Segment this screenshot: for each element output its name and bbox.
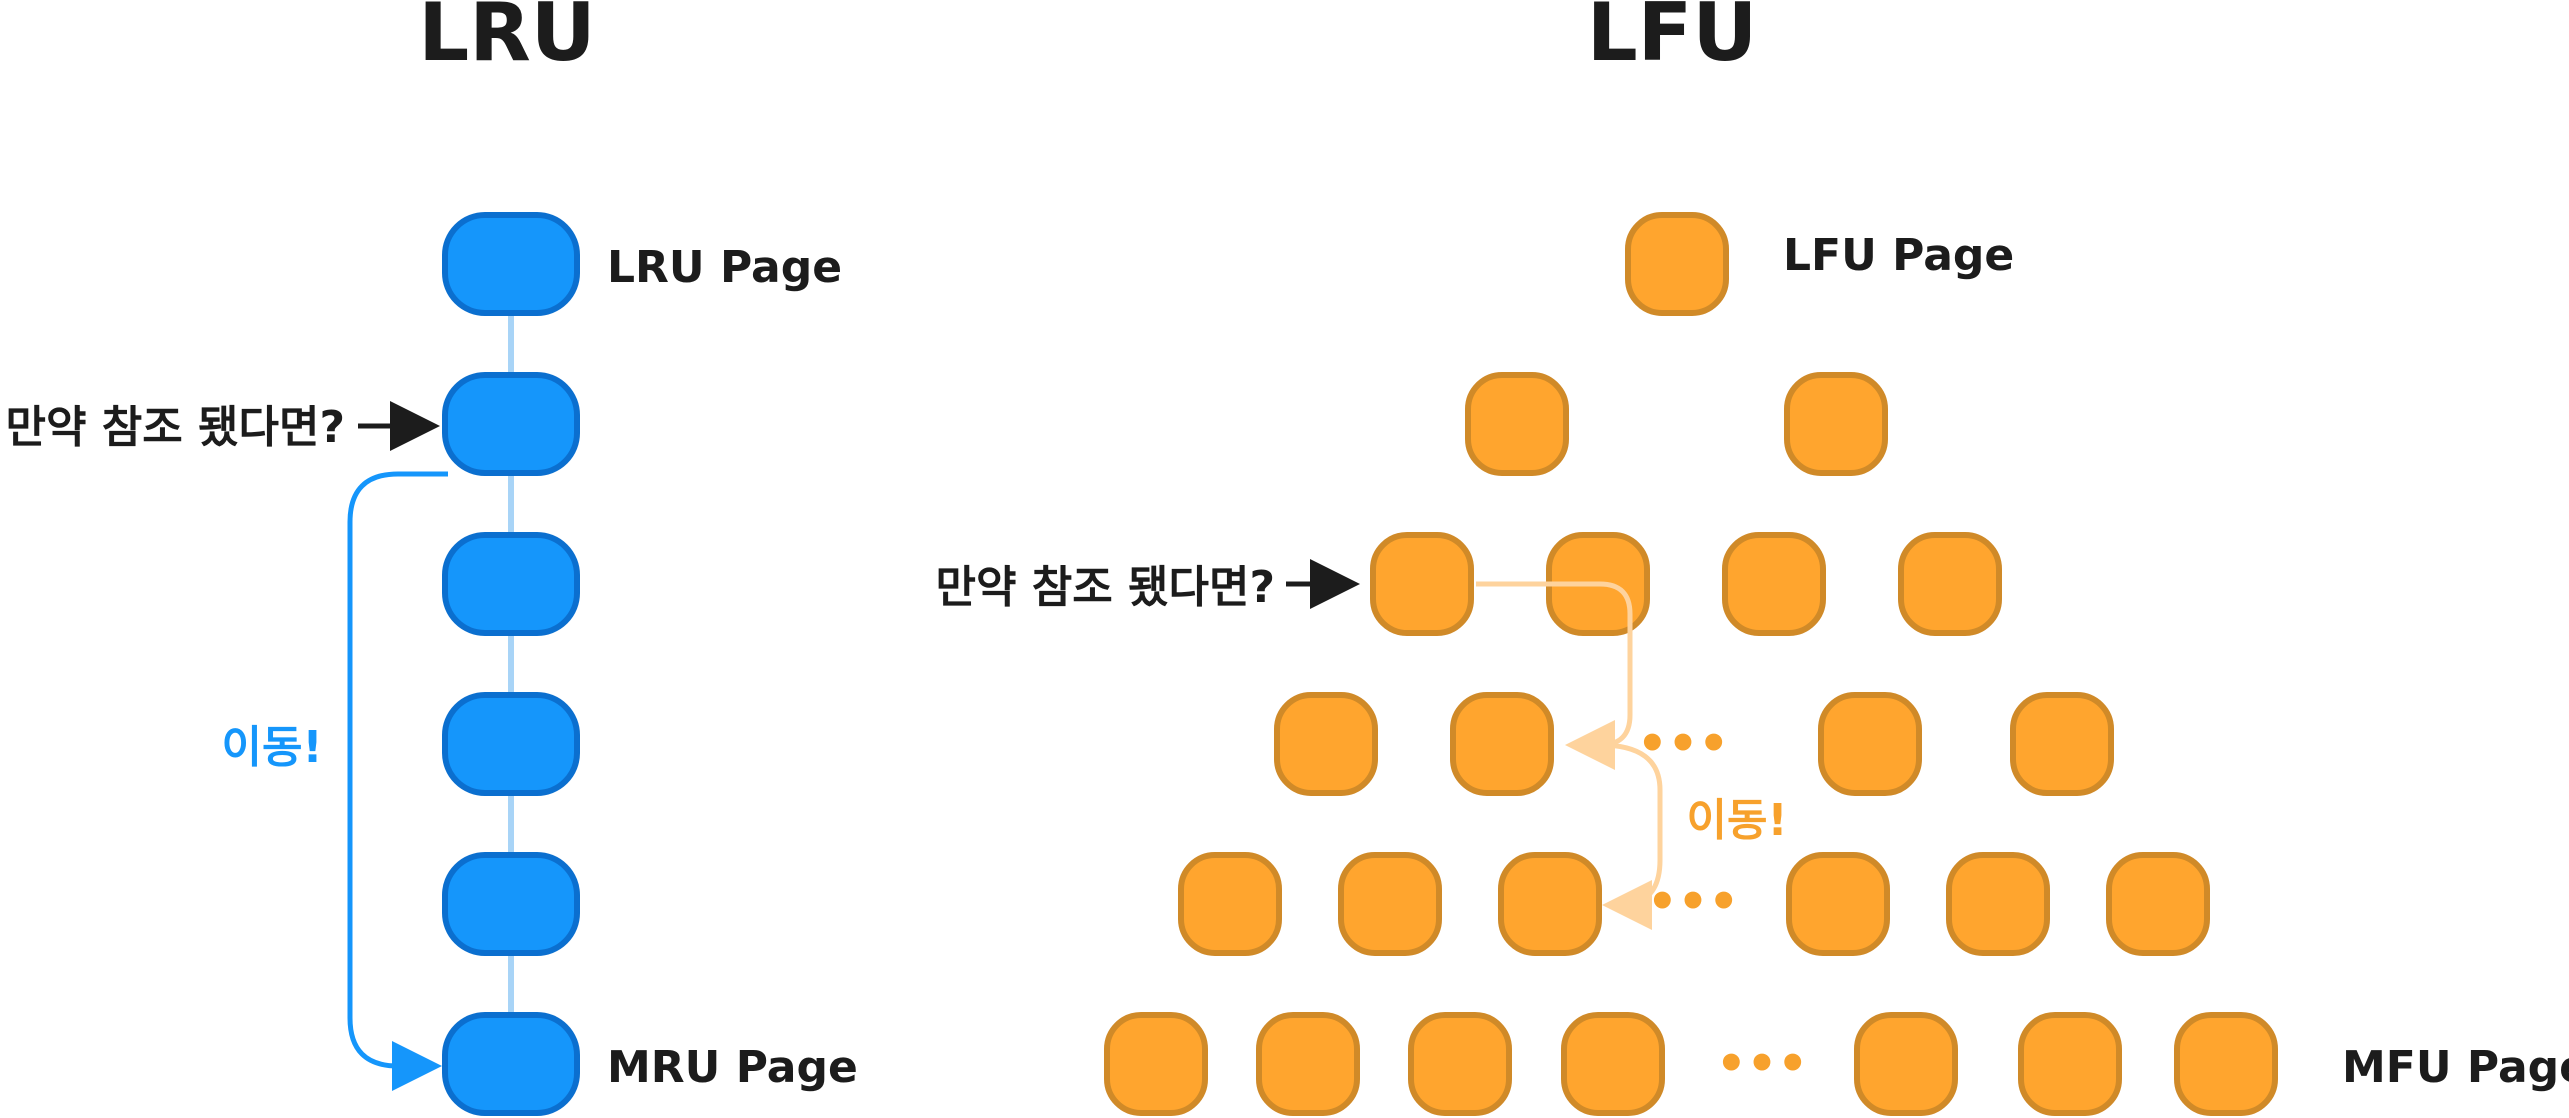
- lru-node-5: [442, 852, 580, 956]
- lfu-node-r6-3: [1408, 1012, 1512, 1116]
- lfu-title: LFU: [1587, 0, 1758, 79]
- lru-node-1: [442, 212, 580, 316]
- lfu-ellipsis-row5: •••: [1647, 874, 1739, 930]
- lru-bottom-label: MRU Page: [607, 1042, 858, 1093]
- lfu-node-r6-5: [1854, 1012, 1958, 1116]
- lfu-node-r5-2: [1338, 852, 1442, 956]
- lfu-question-label: 만약 참조 됐다면?: [935, 562, 1275, 613]
- lru-node-6: [442, 1012, 580, 1116]
- lfu-move-arrow-2: [1599, 742, 1663, 930]
- lfu-ellipsis-row6: •••: [1716, 1036, 1808, 1092]
- lfu-node-r4-4: [2010, 692, 2114, 796]
- lfu-ellipsis-row4: •••: [1637, 716, 1729, 772]
- lfu-node-r5-3: [1498, 852, 1602, 956]
- lfu-node-r4-1: [1274, 692, 1378, 796]
- lru-top-label: LRU Page: [607, 242, 842, 293]
- lfu-top-label: LFU Page: [1783, 230, 2014, 281]
- lfu-node-r6-6: [2018, 1012, 2122, 1116]
- lru-node-4: [442, 692, 580, 796]
- lru-title: LRU: [418, 0, 596, 79]
- lfu-panel: LFU LFU Page MFU Page 만약 참조 됐다: [935, 0, 2569, 1116]
- lfu-node-r6-7: [2174, 1012, 2278, 1116]
- lfu-node-r3-3: [1722, 532, 1826, 636]
- lfu-node-r5-1: [1178, 852, 1282, 956]
- lfu-node-r4-3: [1818, 692, 1922, 796]
- lfu-node-r2-1: [1465, 372, 1569, 476]
- lfu-node-r6-2: [1256, 1012, 1360, 1116]
- lfu-node-r5-6: [2106, 852, 2210, 956]
- lru-panel: LRU LRU Page MRU Page 만약 참조 됐다면? 이동!: [5, 0, 858, 1116]
- lru-move-arrow: [347, 471, 448, 1091]
- lfu-node-r1-1: [1625, 212, 1729, 316]
- lfu-node-r5-4: [1786, 852, 1890, 956]
- lru-node-3: [442, 532, 580, 636]
- lru-node-2: [442, 372, 580, 476]
- lfu-node-r2-2: [1784, 372, 1888, 476]
- lru-question-label: 만약 참조 됐다면?: [5, 402, 345, 453]
- lfu-move-label: 이동!: [1686, 795, 1787, 846]
- lru-move-label: 이동!: [221, 722, 322, 773]
- lfu-node-r3-4: [1898, 532, 2002, 636]
- lfu-node-r6-1: [1104, 1012, 1208, 1116]
- lfu-node-r6-4: [1561, 1012, 1665, 1116]
- lfu-node-r4-2: [1450, 692, 1554, 796]
- lfu-bottom-label: MFU Page: [2342, 1042, 2569, 1093]
- lfu-node-r5-5: [1946, 852, 2050, 956]
- lfu-node-r3-1: [1370, 532, 1474, 636]
